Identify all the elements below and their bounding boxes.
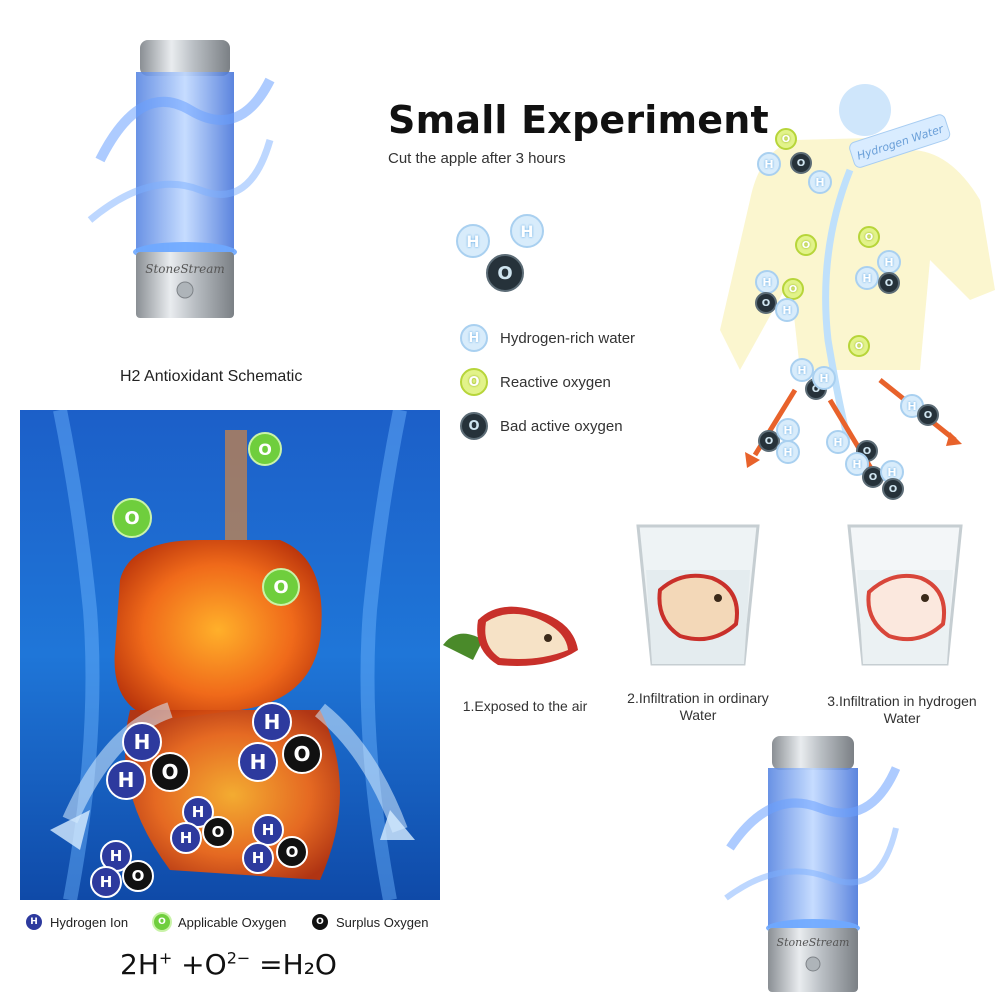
hydrogen-atom-icon: H <box>460 324 488 352</box>
hydrogen-atom-icon: H <box>877 250 901 274</box>
hydrogen-atom-icon: H <box>808 170 832 194</box>
oxygen-atom-icon: O <box>486 254 524 292</box>
bad-oxygen-icon: O <box>460 412 488 440</box>
legend-item-applicable-oxygen: O Applicable Oxygen <box>152 912 286 932</box>
hydrogen-atom-icon: H <box>855 266 879 290</box>
legend-item-reactive-oxygen: O Reactive oxygen <box>460 367 611 397</box>
hydrogen-ion-icon: H <box>170 822 202 854</box>
experiment-step-label: 1.Exposed to the air <box>462 698 588 714</box>
applicable-oxygen-icon: O <box>248 432 282 466</box>
oxygen-atom-icon: O <box>878 272 900 294</box>
formula-part: =H₂O <box>250 948 337 981</box>
legend-label: Surplus Oxygen <box>336 914 429 930</box>
hydrogen-atom-icon: H <box>775 298 799 322</box>
hydrogen-atom-icon: H <box>510 214 544 248</box>
oxygen-atom-icon: O <box>917 404 939 426</box>
applicable-oxygen-icon: O <box>262 568 300 606</box>
formula-sup: 2− <box>226 948 251 968</box>
hydrogen-atom-icon: H <box>826 430 850 454</box>
legend-item-hydrogen-rich-water: H Hydrogen-rich water <box>460 323 635 353</box>
hydrogen-ion-icon: H <box>242 842 274 874</box>
legend-label: Applicable Oxygen <box>178 914 287 930</box>
legend-item-hydrogen-ion: H Hydrogen Ion <box>24 912 128 932</box>
surplus-oxygen-icon: O <box>122 860 154 892</box>
oxygen-atom-icon: O <box>882 478 904 500</box>
hydrogen-atom-icon: H <box>757 152 781 176</box>
hydrogen-water-glass-image <box>847 524 963 666</box>
reactive-oxygen-icon: O <box>858 226 880 248</box>
reactive-oxygen-icon: O <box>848 335 870 357</box>
formula-sup: + <box>158 948 173 968</box>
schematic-title: H2 Antioxidant Schematic <box>120 368 303 385</box>
drinking-figure-illustration: Hydrogen Water <box>720 84 995 477</box>
surplus-oxygen-icon: O <box>310 912 330 932</box>
hydrogen-atom-icon: H <box>776 418 800 442</box>
bottle-brand-text: StoneStream <box>145 262 225 276</box>
reaction-formula: 2H+ +O2− =H₂O <box>120 948 337 981</box>
legend-item-bad-active-oxygen: O Bad active oxygen <box>460 411 623 441</box>
hydrogen-ion-icon: H <box>252 814 284 846</box>
hydrogen-ion-icon: H <box>252 702 292 742</box>
hydrogen-atom-icon: H <box>812 366 836 390</box>
formula-part: +O <box>172 948 227 981</box>
surplus-oxygen-icon: O <box>276 836 308 868</box>
hydrogen-bottle-image: StoneStream <box>724 736 900 992</box>
hydrogen-ion-icon: H <box>122 722 162 762</box>
surplus-oxygen-icon: O <box>282 734 322 774</box>
applicable-oxygen-icon: O <box>152 912 172 932</box>
reactive-oxygen-icon: O <box>795 234 817 256</box>
hydrogen-ion-icon: H <box>238 742 278 782</box>
legend-label: Hydrogen Ion <box>50 914 129 930</box>
ordinary-water-glass-image <box>636 524 760 666</box>
legend-label: Hydrogen-rich water <box>500 329 636 347</box>
experiment-step-label: 2.Infiltration in ordinary Water <box>627 690 769 723</box>
hydrogen-atom-icon: H <box>755 270 779 294</box>
oxygen-atom-icon: O <box>758 430 780 452</box>
surplus-oxygen-icon: O <box>202 816 234 848</box>
applicable-oxygen-icon: O <box>112 498 152 538</box>
hydrogen-ion-icon: H <box>90 866 122 898</box>
legend-label: Reactive oxygen <box>500 373 611 391</box>
oxygen-atom-icon: O <box>790 152 812 174</box>
reactive-oxygen-icon: O <box>782 278 804 300</box>
page-title: Small Experiment <box>388 98 769 142</box>
hydrogen-atom-icon: H <box>776 440 800 464</box>
formula-part: 2H <box>120 948 159 981</box>
surplus-oxygen-icon: O <box>150 752 190 792</box>
legend-label: Bad active oxygen <box>500 417 623 435</box>
hydrogen-atom-icon: H <box>790 358 814 382</box>
page-subtitle: Cut the apple after 3 hours <box>388 150 566 167</box>
reactive-oxygen-icon: O <box>460 368 488 396</box>
apple-slice-image <box>443 606 578 666</box>
hydrogen-ion-icon: H <box>24 912 44 932</box>
oxygen-atom-icon: O <box>755 292 777 314</box>
legend-item-surplus-oxygen: O Surplus Oxygen <box>310 912 429 932</box>
hydrogen-atom-icon: H <box>456 224 490 258</box>
bottle-brand-text: StoneStream <box>777 936 850 949</box>
hydrogen-bottle-image: StoneStream <box>87 40 275 318</box>
experiment-step-label: 3.Infiltration in hydrogen Water <box>827 693 977 726</box>
reactive-oxygen-icon: O <box>775 128 797 150</box>
hydrogen-ion-icon: H <box>106 760 146 800</box>
